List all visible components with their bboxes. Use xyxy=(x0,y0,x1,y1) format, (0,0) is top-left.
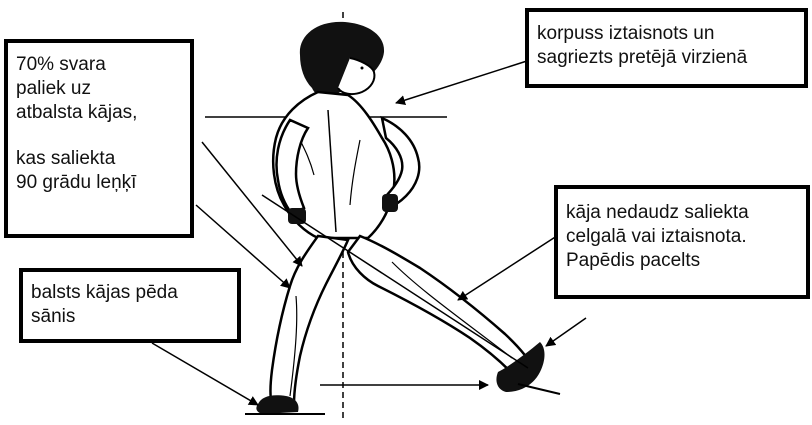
heel-arrow xyxy=(546,318,586,346)
callout-line: kāja nedaudz saliekta xyxy=(566,201,798,225)
callout-support-foot: balsts kājas pēda sānis xyxy=(19,268,241,343)
callout-line: celgalā vai iztaisnota. xyxy=(566,225,798,249)
leg-arrow xyxy=(458,232,563,300)
callout-line: korpuss iztaisnots un xyxy=(537,22,796,46)
callout-line: Papēdis pacelts xyxy=(566,249,798,273)
foot-arrow xyxy=(152,343,258,405)
torso-arrow xyxy=(396,60,530,103)
callout-line: 70% svara xyxy=(16,53,182,77)
callout-line: 90 grādu leņķī xyxy=(16,171,182,195)
callout-weight-distribution: 70% svara paliek uz atbalsta kājas, kas … xyxy=(4,39,194,238)
figure-support-leg xyxy=(271,236,349,404)
callout-line: atbalsta kājas, xyxy=(16,101,182,125)
callout-line: kas saliekta xyxy=(16,147,182,171)
callout-extended-leg: kāja nedaudz saliekta celgalā vai iztais… xyxy=(554,185,810,299)
callout-line: sagriezts pretējā virzienā xyxy=(537,46,796,70)
callout-line: balsts kājas pēda xyxy=(31,281,229,305)
callout-line: sānis xyxy=(31,305,229,329)
callout-line: paliek uz xyxy=(16,77,182,101)
callout-torso: korpuss iztaisnots un sagriezts pretējā … xyxy=(525,8,808,88)
figure-extended-leg xyxy=(348,236,536,382)
callout-spacer xyxy=(16,125,182,147)
